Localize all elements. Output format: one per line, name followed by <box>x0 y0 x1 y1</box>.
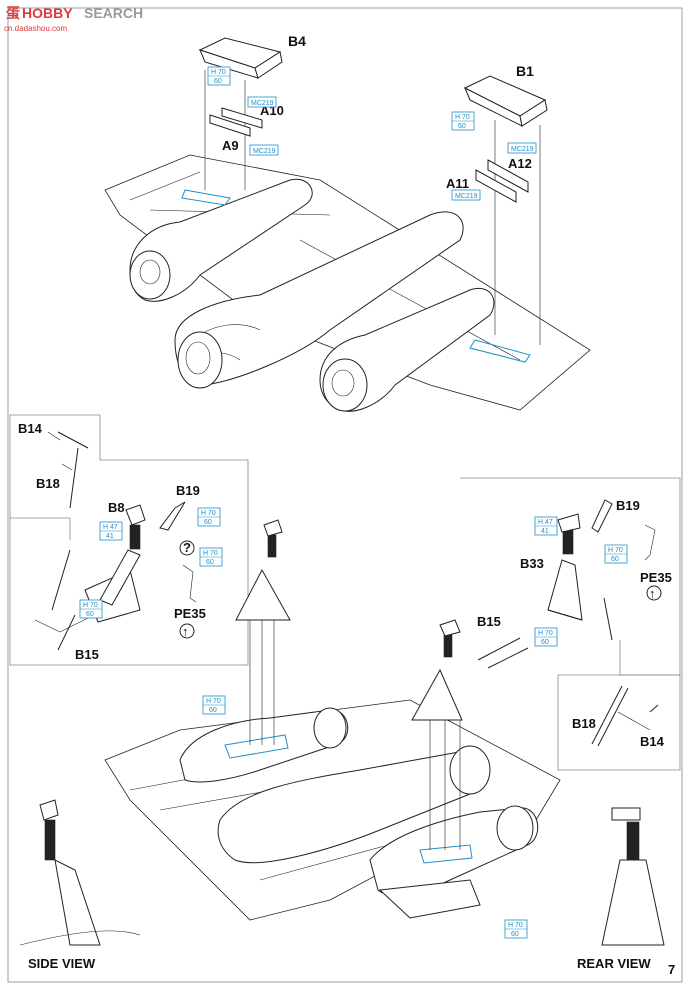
question-mark-left: ? <box>183 540 191 555</box>
top-aircraft-drawing <box>104 154 591 412</box>
left-gear-subassembly: B14 B18 B8 B15 H 47 41 H 70 60 B19 <box>9 414 249 666</box>
page-number: 7 <box>668 962 675 977</box>
paint-60-br: 60 <box>511 931 519 938</box>
paint-41-right: 41 <box>541 528 549 535</box>
label-side-view: SIDE VIEW <box>28 956 96 971</box>
paint-callout-a11: MC219 <box>451 189 481 201</box>
paint-callout-b1: H 70 60 <box>451 111 475 131</box>
paint-h70-br: H 70 <box>508 922 523 929</box>
label-rear-view: REAR VIEW <box>577 956 651 971</box>
paint-h70-b1: H 70 <box>455 114 470 121</box>
watermark-hobby: HOBBY <box>22 5 73 21</box>
part-a10-a9: A10 A9 MC219 MC219 <box>209 96 284 156</box>
label-b14-right: B14 <box>640 734 665 749</box>
label-b15-right: B15 <box>477 614 501 629</box>
paint-callout-bottom-left: H 70 60 <box>202 695 226 715</box>
label-b18-right: B18 <box>572 716 596 731</box>
label-pe35-left: PE35 <box>174 606 206 621</box>
label-b8: B8 <box>108 500 125 515</box>
watermark-logo: 蛋 <box>6 5 20 21</box>
paint-h70-b15l: H 70 <box>83 602 98 609</box>
arrow-icon-right: ↑ <box>649 586 656 601</box>
paint-41-left: 41 <box>106 533 114 540</box>
paint-h47-right: H 47 <box>538 519 553 526</box>
arrow-icon-left: ↑ <box>182 624 189 639</box>
paint-60-b19r: 60 <box>611 556 619 563</box>
paint-callout-a10: MC219 <box>247 96 277 108</box>
paint-h47-left: H 47 <box>103 524 118 531</box>
paint-60-b15l: 60 <box>86 611 94 618</box>
label-b33: B33 <box>520 556 544 571</box>
label-b4: B4 <box>288 33 306 49</box>
label-b1: B1 <box>516 63 534 79</box>
paint-callout-a9: MC219 <box>249 144 279 156</box>
paint-mc219-a9: MC219 <box>253 148 276 155</box>
paint-callout-b33: H 47 41 <box>534 516 558 536</box>
paint-callout-b15-right: H 70 60 <box>534 627 558 647</box>
paint-60-pe35l: 60 <box>206 559 214 566</box>
paint-h70-b19r: H 70 <box>608 547 623 554</box>
page-border <box>7 7 683 983</box>
label-b15-left: B15 <box>75 647 99 662</box>
right-gear-subassembly: B33 B15 H 47 41 H 70 60 B19 H 70 60 PE35… <box>460 477 681 771</box>
paint-callout-b8: H 47 41 <box>99 521 123 541</box>
watermark-search: SEARCH <box>84 5 143 21</box>
part-a12-a11: A12 A11 MC219 MC219 <box>446 142 537 203</box>
paint-60-b15r: 60 <box>541 639 549 646</box>
part-b4: B4 H 70 60 <box>198 33 306 190</box>
paint-callout-bottom-right: H 70 60 <box>504 919 528 939</box>
paint-mc219-a11: MC219 <box>455 193 478 200</box>
paint-callout-b19-right: H 70 60 <box>604 544 628 564</box>
label-b19-right: B19 <box>616 498 640 513</box>
paint-60-b1: 60 <box>458 123 466 130</box>
label-a11: A11 <box>446 176 469 191</box>
paint-60-b19l: 60 <box>204 519 212 526</box>
paint-h70: H 70 <box>211 69 226 76</box>
paint-h70-pe35l: H 70 <box>203 550 218 557</box>
paint-h70-b19l: H 70 <box>201 510 216 517</box>
rear-view-drawing: REAR VIEW <box>577 807 665 971</box>
part-b1: B1 H 70 60 <box>451 63 548 345</box>
paint-mc219-a12: MC219 <box>511 146 534 153</box>
label-b18-left: B18 <box>36 476 60 491</box>
paint-callout-b15-left: H 70 60 <box>79 599 103 619</box>
paint-callout-pe35-left: H 70 60 <box>199 547 223 567</box>
watermark: 蛋 HOBBY SEARCH cn.dadashou.com <box>2 4 143 33</box>
paint-callout-a12: MC219 <box>507 142 537 154</box>
label-b19-left: B19 <box>176 483 200 498</box>
label-a12: A12 <box>508 156 532 171</box>
label-pe35-right: PE35 <box>640 570 672 585</box>
paint-h70-bl: H 70 <box>206 698 221 705</box>
paint-mc219-a10: MC219 <box>251 100 274 107</box>
side-view-drawing: SIDE VIEW <box>19 799 141 971</box>
watermark-site: cn.dadashou.com <box>4 24 67 33</box>
paint-callout-b4: H 70 60 <box>207 66 231 86</box>
paint-60-bl: 60 <box>209 707 217 714</box>
paint-h70-b15r: H 70 <box>538 630 553 637</box>
bottom-aircraft-drawing: H 70 60 H 70 60 <box>104 519 561 939</box>
paint-60: 60 <box>214 78 222 85</box>
label-b14-left: B14 <box>18 421 43 436</box>
paint-callout-b19-left: H 70 60 <box>197 507 221 527</box>
label-a9: A9 <box>222 138 239 153</box>
